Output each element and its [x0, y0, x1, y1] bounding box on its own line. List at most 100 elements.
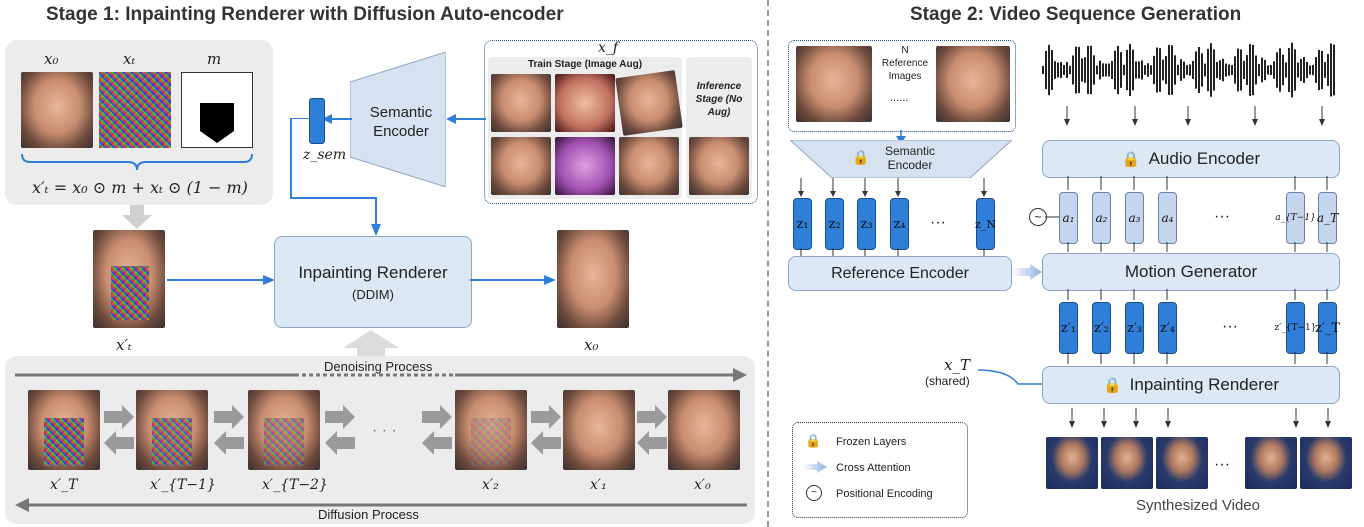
denoising-label: Denoising Process: [320, 359, 437, 374]
seq-arrows-1: [104, 405, 134, 455]
reference-face-1: [796, 46, 872, 122]
z-token-3: z₃: [857, 198, 876, 250]
semantic-encoder2-label: Semantic Encoder: [884, 144, 936, 172]
label-xf: x_f: [598, 40, 619, 56]
label-x0: x₀: [44, 50, 59, 68]
zsem-token: [309, 98, 325, 144]
seq-face-T-2: [248, 390, 320, 470]
image-x0-output: [557, 230, 629, 328]
inpainting-renderer-box: Inpainting Renderer (DDIM): [274, 236, 472, 328]
image-x0: [21, 72, 93, 148]
a-dots: ···: [1214, 208, 1230, 225]
legend-box: [792, 422, 968, 518]
xf-panel: [484, 40, 758, 204]
seq-face-0: [668, 390, 740, 470]
lock-icon-semantic: 🔒: [852, 149, 870, 165]
label-xt-prime: x′ₜ: [116, 336, 132, 354]
reference-images-label: N Reference Images: [881, 45, 929, 82]
label-xt: xₜ: [123, 50, 136, 68]
seq-face-2: [455, 390, 527, 470]
seq-label-2: x′₂: [482, 477, 499, 493]
arrow-xt-to-renderer: [167, 275, 275, 285]
video-frame-4: [1245, 437, 1297, 489]
down-arrow-gray: [122, 205, 152, 229]
seq-arrows-3: [325, 405, 355, 455]
arrows-audio-to-encoder: [1064, 106, 1325, 126]
seq-face-T-1: [136, 390, 208, 470]
semantic-encoder-label: Semantic Encoder: [369, 104, 433, 140]
arrow-encoder-to-zsem: [322, 114, 352, 124]
zp-token-T: z′_T: [1315, 302, 1340, 354]
video-dots: ···: [1214, 456, 1230, 473]
xT-connector: [978, 369, 1044, 385]
arrows-encoder-to-z: [798, 178, 987, 197]
train-stage-label: Train Stage (Image Aug): [527, 59, 643, 70]
image-xt-prime: [93, 230, 165, 328]
legend-frozen: Frozen Layers: [836, 436, 907, 448]
seq-label-T-2: x′_{T−2}: [262, 477, 328, 493]
zp-token-3: z′₃: [1125, 302, 1144, 354]
seq-ellipsis: · · ·: [372, 422, 397, 439]
denoising-arrow: [15, 368, 747, 382]
mask-image: [181, 72, 253, 148]
seq-arrows-2: [214, 405, 244, 455]
arrow-renderer-to-x0: [470, 275, 556, 285]
seq-face-T: [28, 390, 100, 470]
video-frame-5: [1300, 437, 1352, 489]
label-x0-output: x₀: [584, 336, 599, 354]
seq-arrows-5: [531, 405, 561, 455]
stage2-title: Stage 2: Video Sequence Generation: [910, 4, 1242, 25]
zsem-label: z_sem: [303, 147, 347, 163]
aug-face-6: [619, 137, 679, 195]
cross-attention-legend-icon: [803, 461, 827, 473]
semantic-encoder-shape: [350, 52, 446, 187]
inference-face: [689, 137, 749, 195]
formula: x′ₜ = x₀ ⊙ m + xₜ ⊙ (1 − m): [32, 178, 248, 197]
lock-icon-renderer: 🔒: [1102, 377, 1122, 394]
label-m: m: [207, 50, 222, 68]
zp-token-T-1: z′_{T−1}: [1275, 302, 1317, 354]
motion-generator-box: Motion Generator: [1042, 253, 1340, 291]
synthesized-video-label: Synthesized Video: [1136, 497, 1260, 514]
stage1-title: Stage 1: Inpainting Renderer with Diffus…: [46, 4, 564, 25]
image-xt-noise: [99, 72, 171, 148]
z-token-2: z₂: [825, 198, 844, 250]
video-frame-3: [1156, 437, 1208, 489]
arrows-renderer-to-video: [1069, 408, 1331, 428]
reference-encoder-box: Reference Encoder: [788, 256, 1012, 291]
brace: [21, 153, 253, 171]
seq-label-T: x′_T: [50, 477, 78, 493]
positional-encoding-legend-icon: ~: [806, 485, 822, 501]
pos-enc-connector: [1045, 216, 1059, 218]
lock-icon-audio: 🔒: [1121, 151, 1141, 168]
semantic-encoder2-shape: [790, 140, 1012, 178]
arrows-z-to-refenc: [800, 248, 985, 256]
legend-pos: Positional Encoding: [836, 488, 933, 500]
seq-arrows-6: [637, 405, 667, 455]
stage-divider: [767, 0, 769, 527]
aug-face-1: [491, 74, 551, 132]
inpainting-renderer2-label: Inpainting Renderer: [1129, 375, 1279, 394]
renderer-ddim: (DDIM): [352, 286, 394, 302]
aug-face-4: [491, 137, 551, 195]
aug-face-3: [615, 70, 683, 136]
reference-face-2: [936, 46, 1010, 122]
diffusion-label: Diffusion Process: [318, 507, 419, 522]
video-frame-1: [1046, 437, 1098, 489]
a-token-T: a_T: [1317, 192, 1338, 244]
inpainting-renderer2-box: 🔒 Inpainting Renderer: [1042, 366, 1340, 404]
aug-face-5: [555, 137, 615, 195]
shared-label: (shared): [925, 374, 970, 388]
legend-cross: Cross Attention: [836, 462, 911, 474]
lock-icon-legend: 🔒: [805, 433, 822, 448]
video-frame-2: [1101, 437, 1153, 489]
arrow-xf-to-encoder: [446, 114, 486, 124]
mask-shape: [200, 103, 234, 143]
seq-label-1: x′₁: [590, 477, 607, 493]
z-token-N: z_N: [975, 198, 996, 250]
diffusion-arrow: [15, 498, 747, 512]
audio-waveform: [1042, 42, 1335, 98]
a-token-4: a₄: [1158, 192, 1177, 244]
token-connectors: [1067, 176, 1328, 364]
aug-face-2: [555, 74, 615, 132]
